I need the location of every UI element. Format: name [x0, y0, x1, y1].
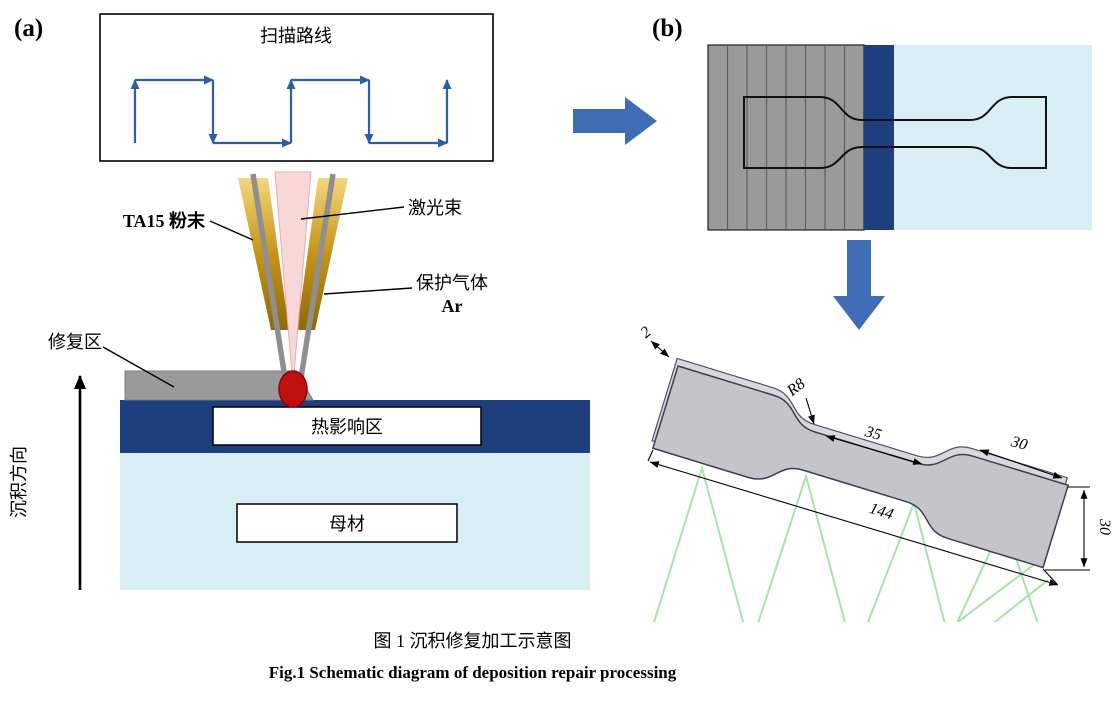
- leader-lines: [102, 206, 413, 388]
- block-haz-band: [864, 45, 894, 230]
- dim-total-length: 144: [867, 500, 895, 523]
- gas-label-line2: Ar: [442, 296, 463, 316]
- dim-grip-width-right: 30: [1096, 518, 1113, 535]
- powder-label: TA15 粉末: [123, 210, 206, 231]
- figure-svg: (a) 扫描路线 热影响区 母材 TA15 粉末 激光束 保护气体 Ar 修复区…: [9, 13, 1113, 652]
- scan-path-title: 扫描路线: [260, 26, 332, 46]
- gas-label-line1: 保护气体: [416, 273, 488, 293]
- nozzle-wall-left: [250, 173, 288, 379]
- laser-beam-cone: [274, 171, 312, 387]
- figure-caption: 图 1 沉积修复加工示意图 Fig.1 Schematic diagram of…: [0, 627, 945, 683]
- base-label-box: [236, 503, 458, 543]
- haz-label-box: [212, 406, 482, 446]
- haz-label: 热影响区: [311, 417, 383, 437]
- repair-zone-shape: [124, 370, 314, 401]
- specimen-3d-face: [651, 365, 1070, 569]
- base-material-label: 母材: [329, 514, 365, 534]
- dim-thickness: 2: [638, 323, 655, 341]
- dim-grip-width-top: 30: [1008, 433, 1029, 454]
- scan-path-serpentine: [130, 75, 452, 148]
- deposit-layer-stripes: [726, 46, 846, 229]
- specimen-3d: [651, 357, 1070, 569]
- dim-gauge-length: 35: [862, 423, 883, 444]
- flow-arrow-right-icon: [573, 97, 657, 145]
- scan-path-box: [99, 13, 494, 162]
- dimension-lines: [647, 340, 1090, 586]
- panel-a-label: (a): [14, 15, 43, 42]
- panel-b-label: (b): [652, 15, 683, 42]
- melt-pool: [278, 370, 308, 408]
- deposition-direction-label: 沉积方向: [9, 446, 29, 518]
- laser-label: 激光束: [408, 198, 462, 218]
- caption-zh: 图 1 沉积修复加工示意图: [373, 631, 572, 651]
- flow-arrow-down-icon: [833, 240, 885, 330]
- repair-zone-label: 修复区: [48, 332, 102, 352]
- caption-en: Fig.1 Schematic diagram of deposition re…: [268, 663, 677, 682]
- nozzle-wall-right: [298, 173, 336, 379]
- specimen-outline-topview: [743, 96, 1047, 169]
